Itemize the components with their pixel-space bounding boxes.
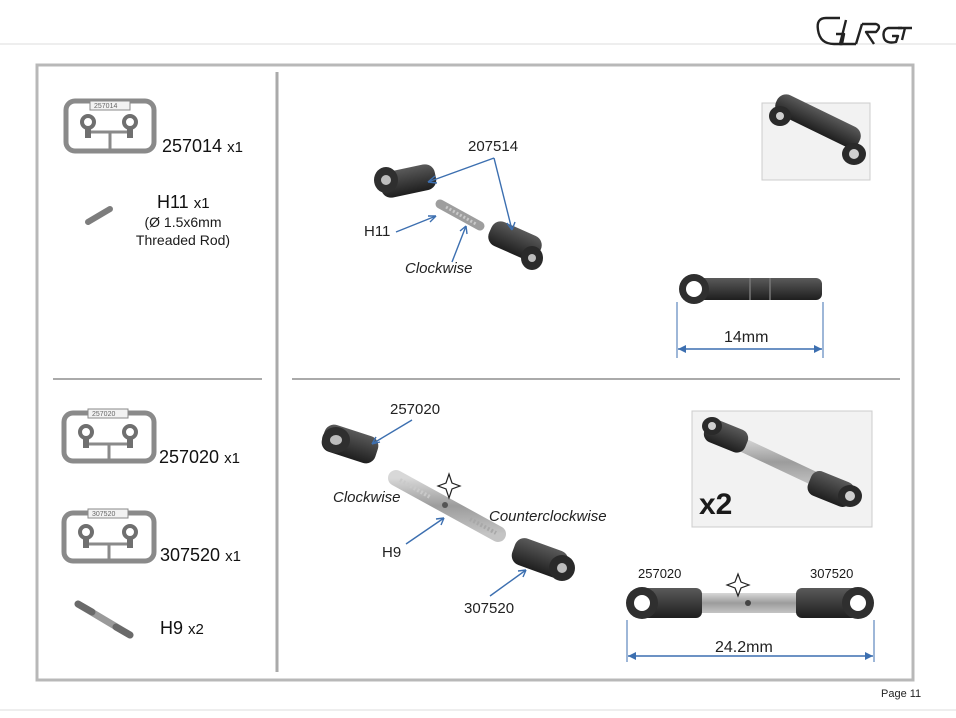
part-307520-label: 307520 x1 <box>160 546 241 564</box>
callout-207514: 207514 <box>468 138 519 155</box>
rod-end-307520-icon <box>511 538 575 581</box>
pivot-mark-icon <box>436 472 462 500</box>
part-description: Threaded Rod) <box>135 232 231 248</box>
threaded-rod-h11-icon <box>85 206 113 225</box>
assembled-rod-end-14mm <box>676 274 824 358</box>
part-number: H9 <box>160 618 184 638</box>
part-h9-label: H9 x2 <box>160 619 204 637</box>
part-number: 257020 <box>159 447 220 467</box>
svg-text:307520: 307520 <box>92 511 115 518</box>
dimension-24-2mm: 24.2mm <box>715 639 773 656</box>
dimension-14mm: 14mm <box>724 329 769 346</box>
rod-end-257020-icon <box>321 424 379 464</box>
direction-clockwise-step1: Clockwise <box>405 260 473 277</box>
callout-257020: 257020 <box>390 401 441 418</box>
part-257014-label: 257014 x1 <box>162 137 243 155</box>
assembled-label-307520: 307520 <box>810 566 854 581</box>
callout-307520: 307520 <box>464 600 515 617</box>
part-quantity: x2 <box>188 621 204 638</box>
page-number: Page 11 <box>881 688 922 700</box>
parts-tree-257020: 257020 <box>61 408 157 464</box>
threaded-rod-h11-exploded-icon <box>435 199 485 231</box>
svg-text:257014: 257014 <box>94 103 117 110</box>
callout-arrows-step2 <box>371 419 527 597</box>
part-number: H11 <box>157 192 189 212</box>
part-quantity: x1 <box>225 548 241 565</box>
rod-end-upper-icon <box>374 164 437 198</box>
parts-tree-257014: 257014 <box>63 98 157 154</box>
callout-h9: H9 <box>382 544 402 561</box>
part-h11-description: (Ø 1.5x6mm Threaded Rod) <box>108 213 258 249</box>
part-number: 307520 <box>160 545 221 565</box>
svg-text:257020: 257020 <box>92 411 115 418</box>
step1-photo <box>761 94 871 181</box>
brand-logo-icon <box>816 16 912 46</box>
callout-h11: H11 <box>364 223 391 240</box>
step2-photo <box>691 410 873 528</box>
assembled-linkage-24mm <box>626 572 875 662</box>
part-spec: (Ø 1.5x6mm <box>144 214 222 230</box>
part-quantity: x1 <box>193 195 210 212</box>
direction-clockwise-step2: Clockwise <box>333 489 401 506</box>
part-h11-label: H11 x1 <box>157 193 210 211</box>
parts-tree-307520: 307520 <box>61 508 157 564</box>
part-quantity: x1 <box>224 450 240 467</box>
assembled-label-257020: 257020 <box>638 566 682 581</box>
rod-end-lower-icon <box>488 221 543 270</box>
part-quantity: x1 <box>227 139 243 156</box>
callout-arrows-step1 <box>395 157 516 263</box>
turnbuckle-h9-exploded-icon <box>388 470 506 542</box>
quantity-x2: x2 <box>699 488 733 521</box>
turnbuckle-h9-icon <box>74 600 134 639</box>
direction-counterclockwise: Counterclockwise <box>489 508 607 525</box>
part-257020-label: 257020 x1 <box>159 448 240 466</box>
part-number: 257014 <box>162 136 223 156</box>
